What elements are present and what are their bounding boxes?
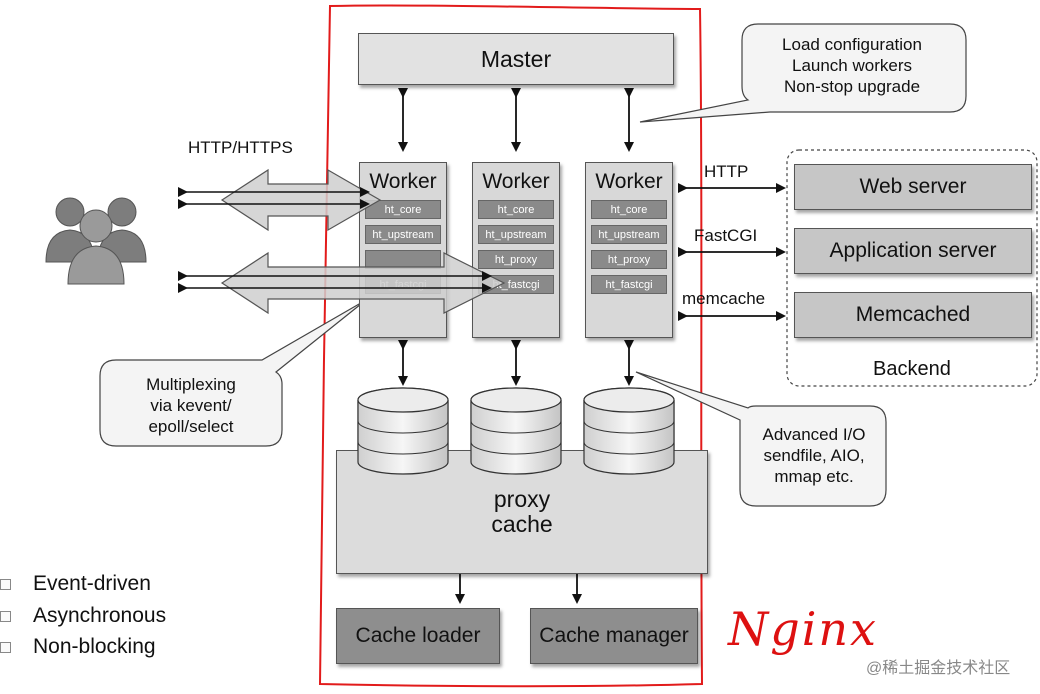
protocol-label-http: HTTP: [704, 162, 749, 181]
worker-process-2: Worker ht_core ht_upstream ht_proxy ht_f…: [472, 162, 560, 338]
master-label: Master: [480, 45, 552, 72]
worker-module: ht_upstream: [591, 225, 667, 244]
callout-bubble-top-right: [639, 23, 967, 123]
callout-line: Load configuration: [782, 35, 922, 54]
callout-advanced-io: Advanced I/O sendfile, AIO, mmap etc.: [746, 424, 882, 487]
callout-line: Non-stop upgrade: [783, 77, 921, 96]
worker-module: ht_proxy: [478, 250, 554, 269]
nginx-annotation: Nginx: [728, 602, 878, 656]
worker-title: Worker: [369, 170, 437, 193]
protocol-label-memcache: memcache: [682, 289, 766, 308]
backend-application-server: Application server: [794, 228, 1032, 274]
worker-process-3: Worker ht_core ht_upstream ht_proxy ht_f…: [585, 162, 673, 338]
proxy-cache-label: proxy: [493, 486, 551, 512]
worker-module: ht_upstream: [478, 225, 554, 244]
legend-item: Asynchronous: [0, 604, 166, 628]
callout-multiplexing: Multiplexing via kevent/ epoll/select: [108, 374, 274, 437]
cache-process-arrows: [455, 564, 582, 604]
backend-item-label: Application server: [829, 239, 997, 262]
callout-line: Launch workers: [791, 56, 912, 75]
legend-item: Non-blocking: [0, 635, 156, 659]
cache-manager-label: Cache manager: [539, 624, 689, 647]
callout-bubble-left: [99, 299, 367, 447]
backend-memcached: Memcached: [794, 292, 1032, 338]
cache-manager: Cache manager: [530, 608, 698, 664]
nginx-boundary-outline: [318, 4, 704, 688]
backend-frame: [786, 149, 1038, 387]
worker-title: Worker: [595, 170, 663, 193]
worker-module: ht_core: [365, 200, 441, 219]
bullet-square-icon: [0, 641, 11, 653]
callout-line: mmap etc.: [774, 467, 854, 486]
worker-module: ht_upstream: [365, 225, 441, 244]
callout-line: Advanced I/O: [762, 425, 866, 444]
worker-module: [365, 250, 441, 269]
bullet-square-icon: [0, 610, 11, 622]
legend-label: Event-driven: [33, 572, 151, 595]
master-worker-arrows: [398, 88, 634, 152]
backend-web-server: Web server: [794, 164, 1032, 210]
worker-module: ht_proxy: [591, 250, 667, 269]
callout-master-duties: Load configuration Launch workers Non-st…: [752, 34, 952, 97]
legend-label: Asynchronous: [33, 604, 167, 627]
callout-bubble-bottom-right: [635, 371, 887, 507]
backend-arrows: [678, 183, 786, 321]
master-process: Master: [358, 33, 674, 85]
proxy-cache: proxy cache: [336, 450, 708, 574]
callout-line: via kevent/: [150, 396, 232, 415]
backend-label: Backend: [873, 358, 951, 380]
worker-module: ht_core: [591, 200, 667, 219]
backend-item-label: Web server: [859, 175, 967, 198]
worker-module: ht_fastcgi: [478, 275, 554, 294]
worker-module: ht_fastcgi: [591, 275, 667, 294]
cache-loader: Cache loader: [336, 608, 500, 664]
proxy-cache-label: cache: [491, 511, 553, 537]
worker-module: ht_fastcgi: [365, 275, 441, 294]
worker-title: Worker: [482, 170, 550, 193]
callout-line: epoll/select: [148, 417, 234, 436]
backend-item-label: Memcached: [855, 303, 971, 326]
protocol-label-fastcgi: FastCGI: [694, 226, 758, 245]
cache-loader-label: Cache loader: [355, 624, 481, 647]
legend-label: Non-blocking: [33, 635, 156, 658]
callout-line: Multiplexing: [146, 375, 236, 394]
worker-process-1: Worker ht_core ht_upstream ht_fastcgi: [359, 162, 447, 338]
legend-item: Event-driven: [0, 572, 151, 596]
watermark: @稀土掘金技术社区: [866, 660, 1011, 677]
worker-cache-arrows: [398, 340, 634, 386]
worker-module: ht_core: [478, 200, 554, 219]
users-icon: [45, 197, 147, 285]
callout-line: sendfile, AIO,: [763, 446, 865, 465]
protocol-label-client: HTTP/HTTPS: [188, 138, 293, 157]
bullet-square-icon: [0, 578, 11, 590]
